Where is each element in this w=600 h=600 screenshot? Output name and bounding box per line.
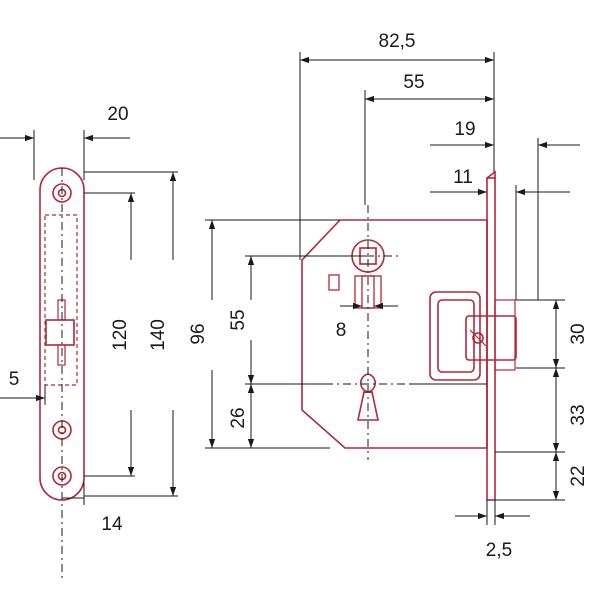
lock-case-outline bbox=[301, 219, 488, 449]
forend-plate-top bbox=[486, 170, 496, 179]
dim-latch-projection: 19 bbox=[454, 119, 475, 140]
dim-key-to-edge: 22 bbox=[568, 465, 589, 486]
dim-spindle-to-key: 55 bbox=[228, 309, 249, 330]
faceplate-screw-top bbox=[52, 183, 72, 203]
faceplate-outline bbox=[39, 167, 85, 501]
dim-spindle-size: 8 bbox=[336, 320, 347, 341]
latch-bolt-housing bbox=[429, 291, 481, 381]
dim-faceplate-bottom: 14 bbox=[101, 514, 123, 535]
dim-backset: 55 bbox=[403, 72, 424, 93]
dim-plate-offset: 11 bbox=[453, 167, 473, 188]
dim-latch-height: 30 bbox=[568, 323, 589, 344]
dim-faceplate-offset: 5 bbox=[9, 369, 20, 390]
latch-bolt bbox=[465, 315, 517, 361]
case-small-slot bbox=[328, 274, 340, 291]
forend-plate bbox=[486, 177, 496, 501]
center-lines bbox=[61, 168, 410, 580]
dimension-lines bbox=[0, 52, 580, 525]
dim-latch-to-key: 33 bbox=[568, 404, 589, 425]
dim-plate-thickness: 2,5 bbox=[486, 540, 512, 561]
keyhole bbox=[357, 373, 379, 421]
lock-body bbox=[301, 170, 517, 501]
dim-faceplate-width: 20 bbox=[107, 104, 128, 125]
dim-backset-total: 82,5 bbox=[379, 31, 416, 52]
faceplate-latch-slot bbox=[45, 319, 75, 346]
dim-body-height: 96 bbox=[188, 323, 209, 344]
dim-faceplate-height: 140 bbox=[148, 319, 169, 351]
dim-key-to-bottom: 26 bbox=[228, 407, 249, 428]
dimension-labels: 20 5 14 120 140 82,5 55 19 11 96 55 26 8… bbox=[9, 31, 589, 561]
faceplate-inner-dashed bbox=[44, 214, 78, 386]
dim-hole-spacing: 120 bbox=[110, 319, 131, 351]
faceplate-screw-bottom bbox=[52, 466, 72, 486]
